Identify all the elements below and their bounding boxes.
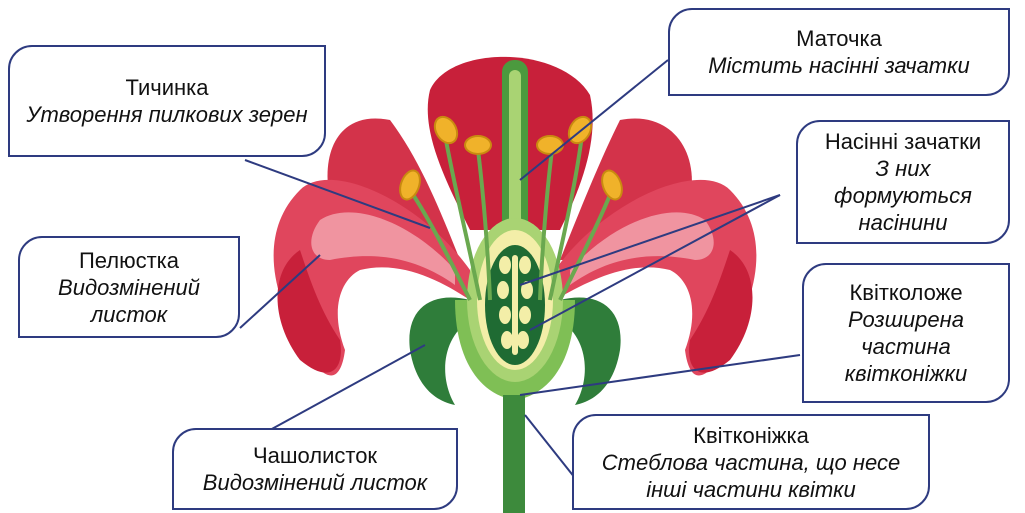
ovules-desc: З них формуються насінини xyxy=(806,155,1000,236)
pistil-label: Маточка Містить насінні зачатки xyxy=(668,8,1010,96)
pedicel-desc: Стеблова частина, що несе інші частини к… xyxy=(582,449,920,503)
receptacle-desc: Розширена частина квітконіжки xyxy=(812,306,1000,387)
ovules-title: Насінні зачатки xyxy=(806,128,1000,155)
stamen-title: Тичинка xyxy=(18,74,316,101)
ovules-label: Насінні зачатки З них формуються насінин… xyxy=(796,120,1010,244)
stamen-desc: Утворення пилкових зерен xyxy=(18,101,316,128)
pedicel-title: Квітконіжка xyxy=(582,422,920,449)
sepal-title: Чашолисток xyxy=(182,442,448,469)
petal-label: Пелюстка Видозмінений листок xyxy=(18,236,240,338)
petal-desc: Видозмінений листок xyxy=(28,274,230,328)
petal-title: Пелюстка xyxy=(28,247,230,274)
pistil-desc: Містить насінні зачатки xyxy=(678,52,1000,79)
sepal-desc: Видозмінений листок xyxy=(182,469,448,496)
pedicel-label: Квітконіжка Стеблова частина, що несе ін… xyxy=(572,414,930,510)
sepal-label: Чашолисток Видозмінений листок xyxy=(172,428,458,510)
receptacle-title: Квітколоже xyxy=(812,279,1000,306)
receptacle-label: Квітколоже Розширена частина квітконіжки xyxy=(802,263,1010,403)
pedicel-shape xyxy=(503,395,525,513)
pistil-title: Маточка xyxy=(678,25,1000,52)
stamen-label: Тичинка Утворення пилкових зерен xyxy=(8,45,326,157)
